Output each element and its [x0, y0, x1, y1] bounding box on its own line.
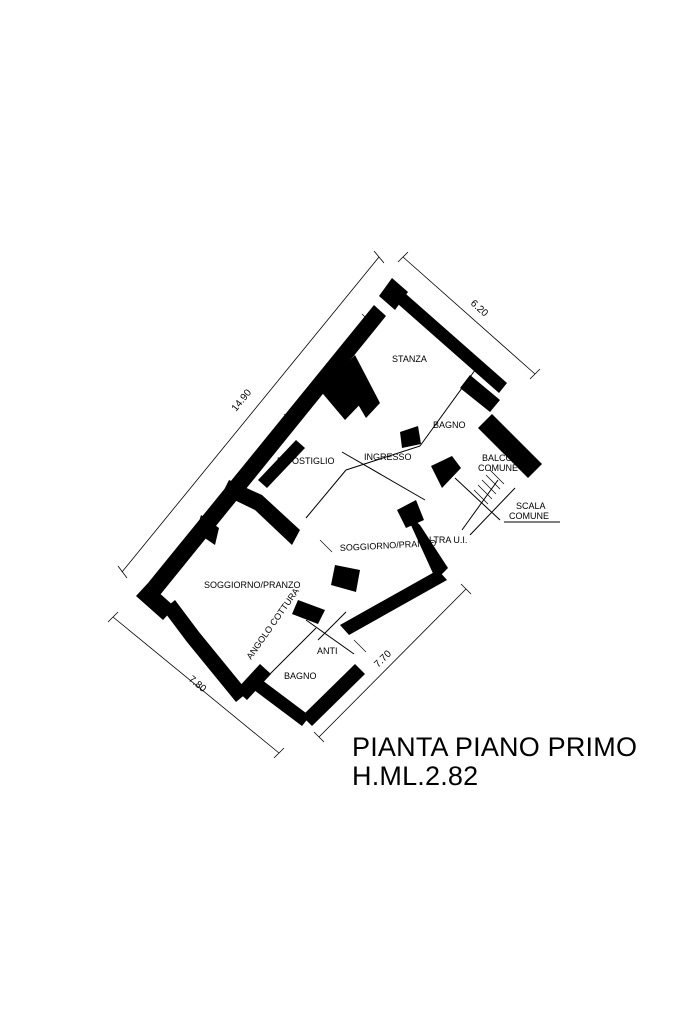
drawing-subtitle: H.ML.2.82 [352, 761, 479, 791]
room-label-bagno-upper: BAGNO [433, 420, 466, 430]
room-label-balcone: BALCONE [482, 453, 525, 463]
stairs [473, 469, 505, 505]
room-label-scala-sub: COMUNE [509, 511, 549, 521]
room-label-altra-ui: ALTRA U.I. [423, 535, 467, 545]
room-label-anti: ANTI [317, 646, 338, 656]
room-label-balcone-sub: COMUNE [478, 463, 518, 473]
room-label-ingresso: INGRESSO [364, 452, 412, 462]
dimension-lines [107, 250, 541, 759]
dim-top-width: 6.20 [468, 298, 490, 319]
drawing-title-block: PIANTA PIANO PRIMO H.ML.2.82 [352, 733, 637, 791]
room-label-soggiorno-right: SOGGIORNO/PRANZO [340, 538, 437, 553]
room-label-stanza: STANZA [392, 354, 427, 364]
room-label-bagno-lower: BAGNO [284, 671, 317, 681]
room-label-angolo-cottura: ANGOLO COTTURA [244, 586, 301, 661]
dim-overall-length: 14.90 [230, 387, 255, 414]
interior-lines [265, 365, 560, 679]
drawing-title: PIANTA PIANO PRIMO [352, 732, 638, 762]
room-label-soggiorno-left: SOGGIORNO/PRANZO [204, 580, 301, 590]
window-marks [173, 313, 375, 653]
room-label-ripostiglio: RIPOSTIGLIO [277, 456, 335, 466]
dim-lower-side: 7.70 [372, 648, 394, 670]
room-label-scala: SCALA [516, 501, 546, 511]
